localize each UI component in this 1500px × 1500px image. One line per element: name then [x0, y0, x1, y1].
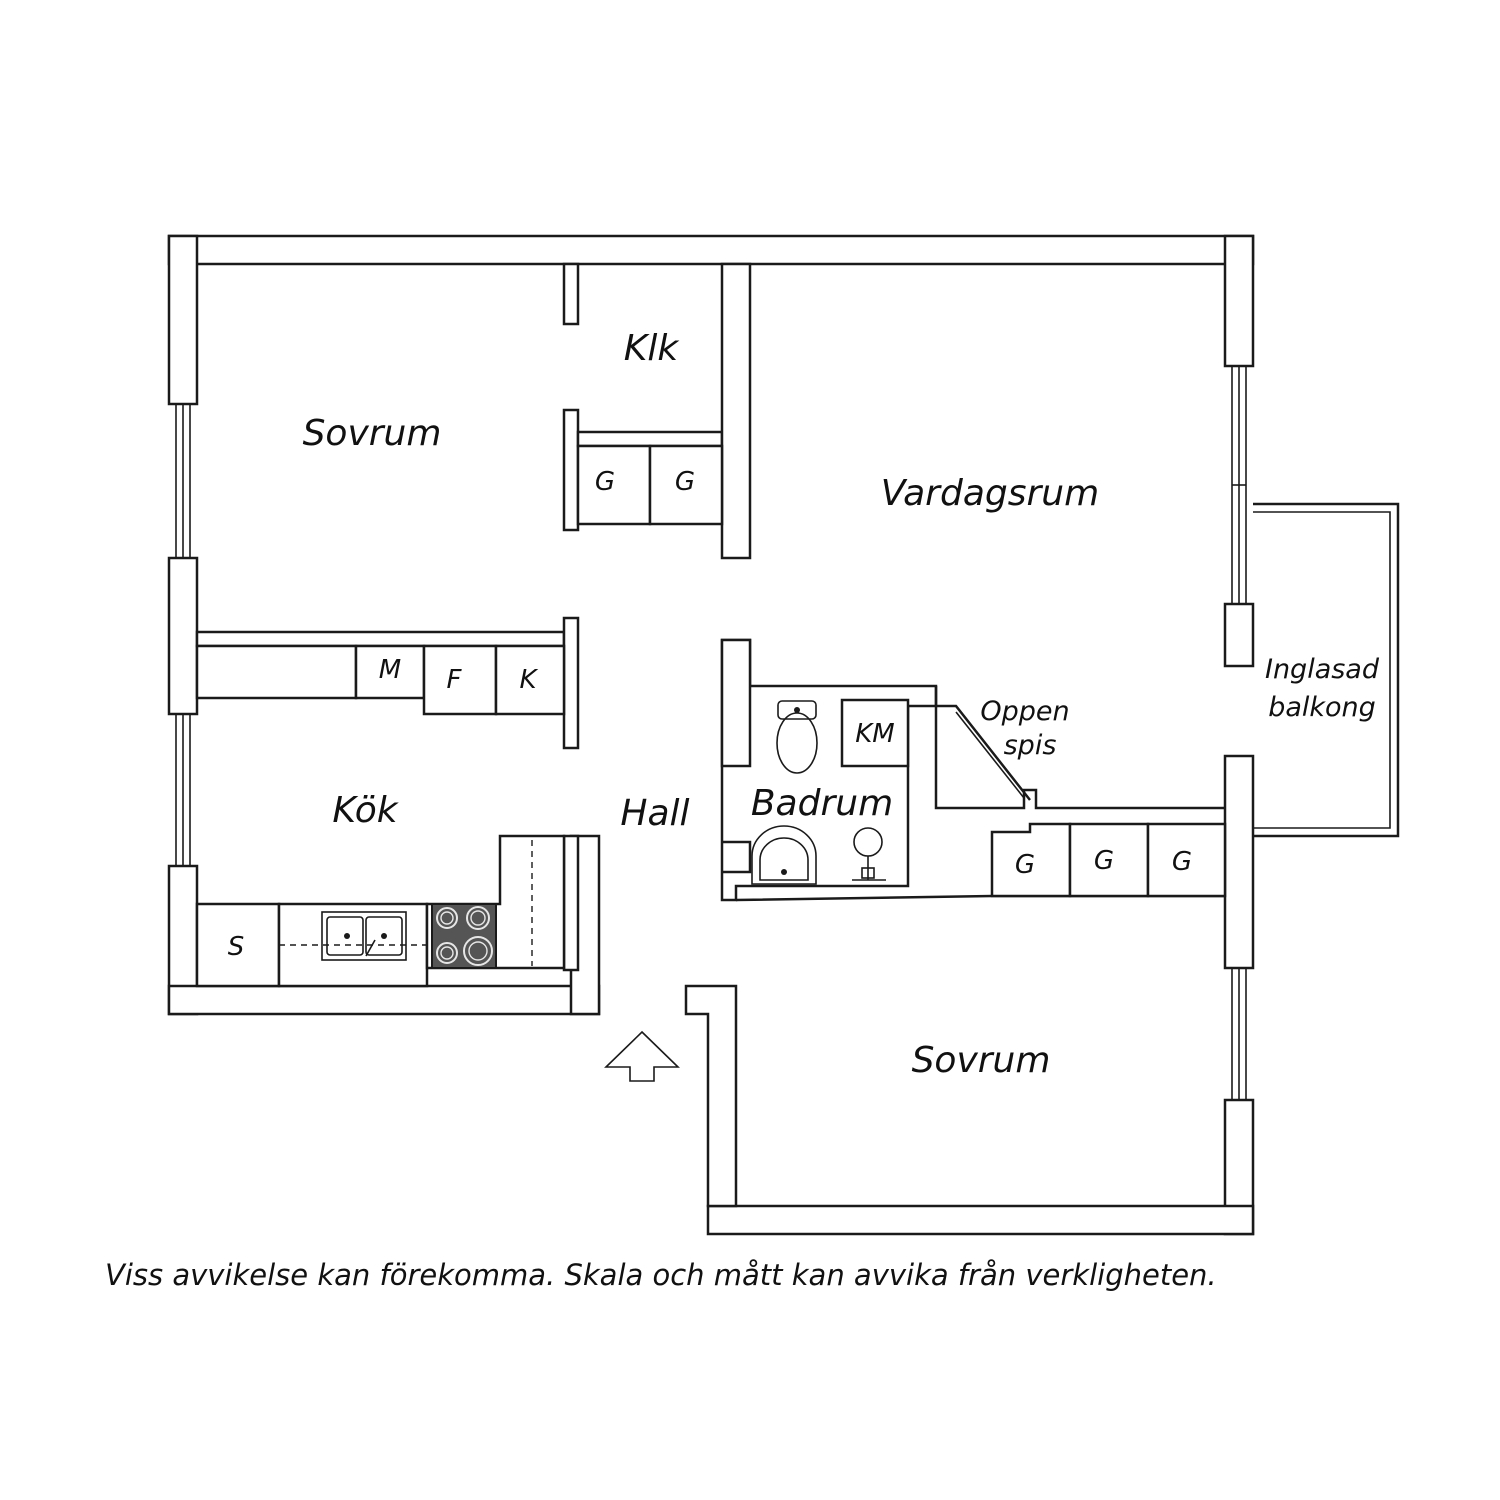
entrance-arrow-icon [604, 1030, 680, 1082]
wall-klk-left-lower [562, 408, 580, 532]
windows [175, 365, 1247, 1101]
unit-label-km: KM [855, 719, 894, 749]
unit-label-m: M [379, 655, 401, 685]
kitchen-sink-icon [321, 911, 407, 961]
klk-wardrobes [576, 444, 724, 526]
wall-left-1 [167, 234, 199, 406]
room-label-sovrum-top: Sovrum [303, 413, 442, 454]
window-left-kok [175, 713, 191, 867]
disclaimer-caption: Viss avvikelse kan förekomma. Skala och … [105, 1258, 1217, 1292]
unit-label-f: F [447, 665, 463, 695]
wall-badrum-outline [720, 638, 938, 902]
wall-vardagsrum-left [720, 262, 752, 560]
labels: Sovrum Klk Vardagsrum Kök Hall Badrum So… [228, 328, 1380, 1081]
wall-left-2 [167, 556, 199, 716]
wall-kok-right-lower [562, 834, 580, 972]
bathroom-fixtures [751, 698, 910, 885]
wardrobe-4 [1068, 822, 1150, 898]
balcony [1253, 502, 1400, 838]
stove-icon [431, 903, 497, 969]
room-label-vardagsrum: Vardagsrum [881, 473, 1099, 514]
label-oppen-spis-2: spis [1004, 730, 1057, 761]
counter-upper [195, 644, 358, 700]
kitchen-counter [195, 834, 566, 988]
unit-label-g5: G [1172, 847, 1192, 877]
kitchen-appliance-row [195, 644, 566, 716]
wall-bottom-left [167, 984, 601, 1016]
fridge-unit [494, 644, 566, 716]
wall-right-2 [1223, 602, 1255, 668]
fireplace [936, 704, 1031, 801]
wall-bottom-right [706, 1204, 1255, 1236]
unit-label-g4: G [1094, 846, 1114, 876]
wall-sovrum-kok [195, 630, 566, 648]
window-left-sovrum [175, 403, 191, 559]
wall-klk-bottom [576, 430, 724, 448]
shower-icon [852, 827, 886, 881]
unit-label-g2: G [675, 467, 695, 497]
window-right-sovrum [1231, 967, 1247, 1101]
wall-badrum-left [720, 638, 752, 768]
unit-label-s: S [228, 932, 245, 962]
cabinet-s [195, 902, 281, 988]
wall-fireplace [934, 686, 1225, 810]
room-label-kok: Kök [332, 790, 399, 831]
unit-label-g1: G [595, 467, 615, 497]
wall-right-3 [1223, 754, 1255, 970]
freezer-unit [422, 644, 498, 716]
wall-top [167, 234, 1255, 266]
room-label-sovrum-bottom: Sovrum [912, 1040, 1051, 1081]
hall-wardrobes [990, 822, 1227, 898]
toilet-icon [776, 700, 818, 774]
wardrobe-5 [1146, 822, 1227, 898]
label-oppen-spis-1: Oppen [980, 696, 1069, 727]
wall-kok-right-upper [562, 616, 580, 750]
room-label-balkong-1: Inglasad [1265, 654, 1380, 685]
wall-bedroom-left [684, 984, 738, 1208]
outer-walls [167, 234, 1255, 1236]
room-label-klk: Klk [624, 328, 681, 369]
wall-klk-left-upper [562, 262, 580, 326]
room-label-badrum: Badrum [751, 783, 893, 824]
washing-machine-unit [840, 698, 910, 768]
unit-label-g3: G [1015, 850, 1035, 880]
room-label-hall: Hall [620, 793, 689, 834]
washbasin-icon [751, 825, 817, 885]
unit-label-k: K [519, 665, 538, 695]
wall-right-1 [1223, 234, 1255, 368]
wardrobe-2 [648, 444, 724, 526]
window-right-vardagsrum [1231, 365, 1247, 605]
room-label-balkong-2: balkong [1268, 692, 1376, 723]
